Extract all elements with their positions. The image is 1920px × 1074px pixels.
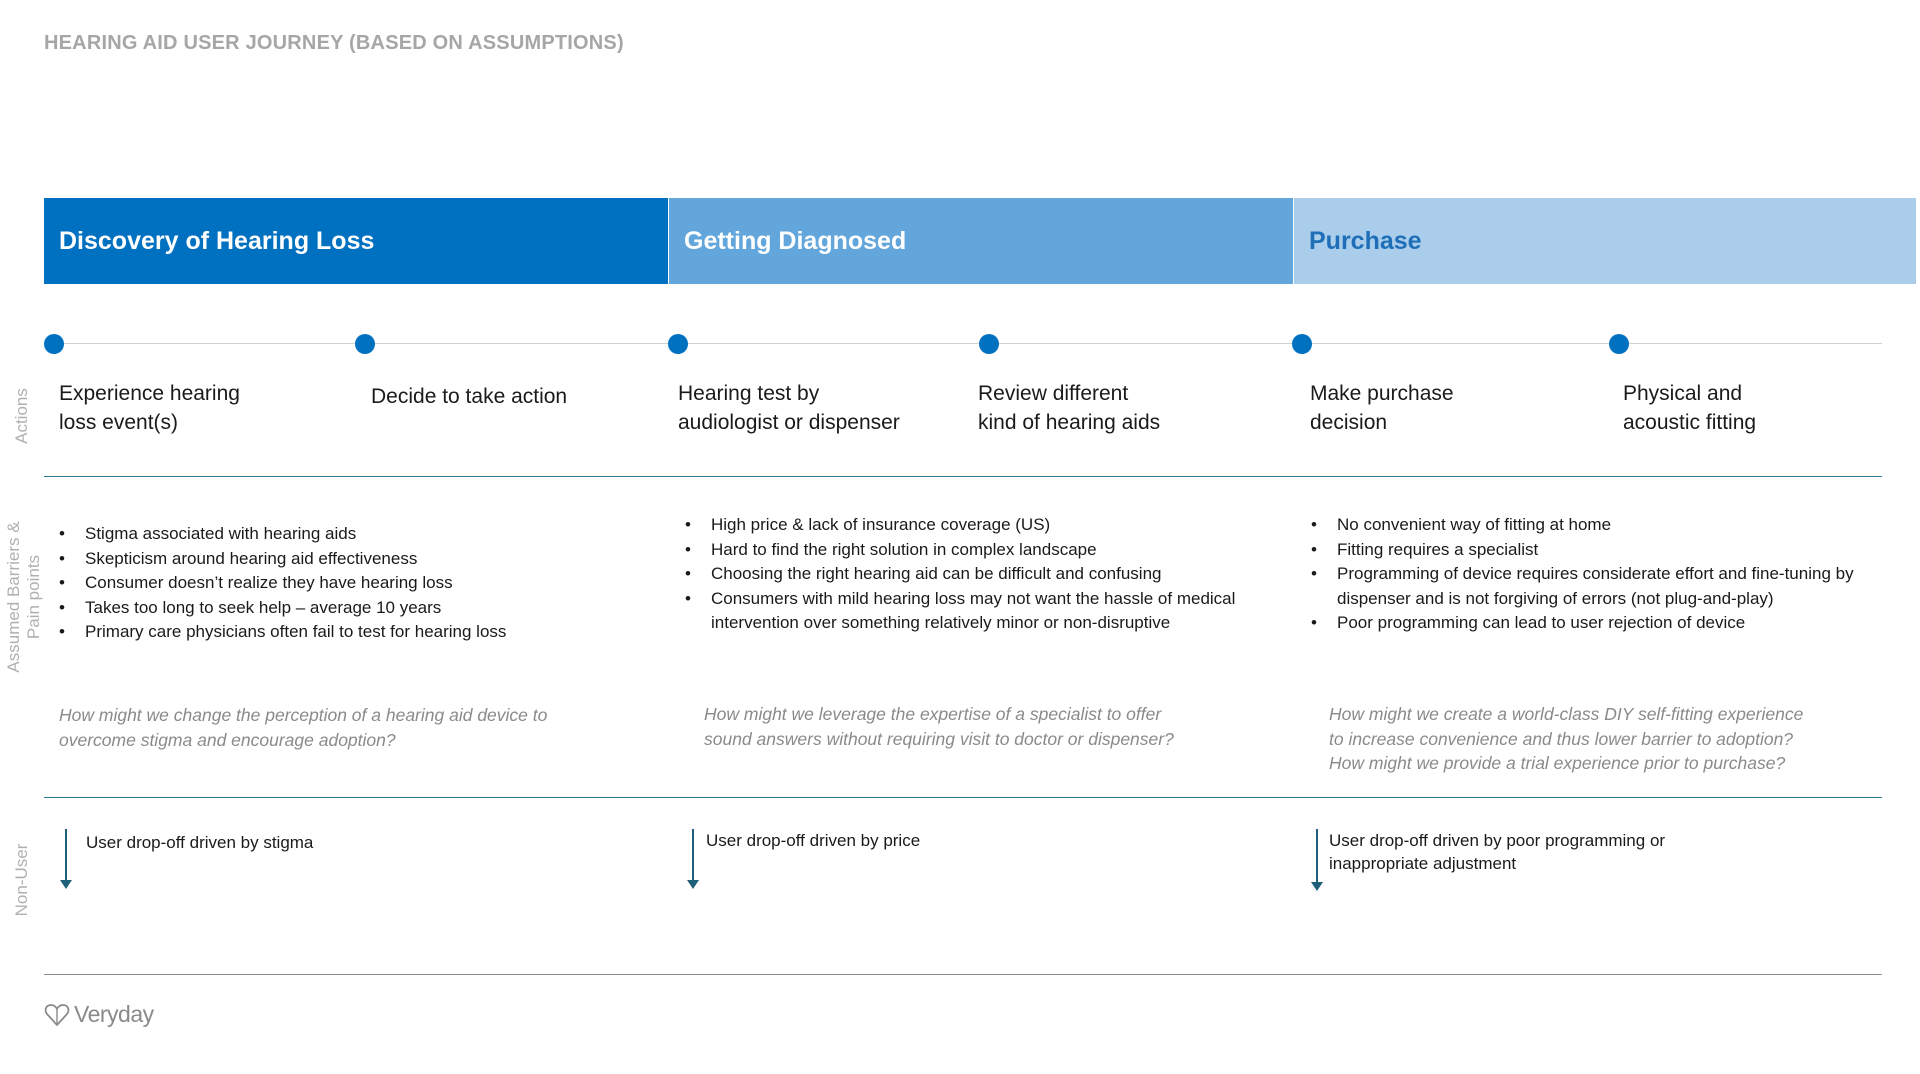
barrier-item: Consumer doesn’t realize they have heari… — [59, 571, 645, 596]
dropoff-price: User drop-off driven by price — [706, 829, 920, 852]
heart-logo-icon — [44, 1003, 70, 1026]
barrier-item: Programming of device requires considera… — [1311, 562, 1877, 611]
divider-actions — [44, 476, 1882, 477]
question-discovery: How might we change the perception of a … — [59, 703, 547, 752]
row-label-actions-text: Actions — [12, 388, 31, 444]
dropoff-arrow-icon — [59, 829, 73, 889]
action-purchase-decision: Make purchase decision — [1310, 379, 1570, 437]
row-label-barriers-line1: Assumed Barriers & — [4, 521, 23, 673]
question-line: How might we leverage the expertise of a… — [704, 704, 1162, 724]
timeline-dot — [979, 334, 999, 354]
row-label-barriers-line2: Pain points — [24, 554, 43, 640]
dropoff-programming: User drop-off driven by poor programming… — [1329, 829, 1665, 875]
row-label-non-user-text: Non-User — [12, 843, 31, 917]
action-line1: Physical and — [1623, 382, 1743, 405]
action-line2: acoustic fitting — [1623, 411, 1757, 434]
barrier-item: Fitting requires a specialist — [1311, 538, 1877, 563]
question-diagnosis: How might we leverage the expertise of a… — [704, 702, 1174, 751]
action-decide: Decide to take action — [371, 382, 631, 411]
dropoff-line1: User drop-off driven by price — [706, 831, 921, 850]
timeline-line — [44, 343, 1882, 344]
barrier-item: Takes too long to seek help – average 10… — [59, 596, 645, 621]
dropoff-line2: inappropriate adjustment — [1329, 854, 1517, 873]
dropoff-arrow-icon — [1310, 829, 1324, 891]
question-line: overcome stigma and encourage adoption? — [59, 729, 396, 750]
question-line: How might we provide a trial experience … — [1329, 753, 1786, 773]
row-label-non-user: Non-User — [12, 844, 32, 917]
question-line: How might we change the perception of a … — [59, 705, 548, 725]
barrier-item: No convenient way of fitting at home — [1311, 513, 1877, 538]
action-fitting: Physical and acoustic fitting — [1623, 379, 1883, 437]
row-label-actions: Actions — [12, 388, 32, 444]
barriers-list-diagnosis: High price & lack of insurance coverage … — [685, 513, 1251, 636]
dropoff-line1: User drop-off driven by stigma — [86, 833, 314, 852]
question-purchase: How might we create a world-class DIY se… — [1329, 702, 1803, 776]
timeline-dot — [44, 334, 64, 354]
barriers-list-discovery: Stigma associated with hearing aids Skep… — [59, 522, 645, 645]
barrier-item: Skepticism around hearing aid effectiven… — [59, 547, 645, 572]
action-line1: Experience hearing — [59, 382, 240, 405]
barrier-item: Stigma associated with hearing aids — [59, 522, 645, 547]
action-experience-loss: Experience hearing loss event(s) — [59, 379, 319, 437]
veryday-logo: Veryday — [44, 1001, 154, 1028]
barrier-item: Consumers with mild hearing loss may not… — [685, 587, 1251, 636]
action-line1: Review different — [978, 382, 1129, 405]
action-line2: loss event(s) — [59, 411, 179, 434]
action-hearing-test: Hearing test by audiologist or dispenser — [678, 379, 958, 437]
dropoff-stigma: User drop-off driven by stigma — [86, 831, 313, 854]
timeline-dot — [1609, 334, 1629, 354]
action-line1: Hearing test by — [678, 382, 820, 405]
page-title: HEARING AID USER JOURNEY (BASED ON ASSUM… — [44, 32, 624, 54]
timeline-dot — [355, 334, 375, 354]
barriers-list-purchase: No convenient way of fitting at home Fit… — [1311, 513, 1877, 636]
dropoff-arrow-icon — [686, 829, 700, 889]
timeline-dot — [668, 334, 688, 354]
barrier-item: Primary care physicians often fail to te… — [59, 620, 645, 645]
row-label-barriers: Assumed Barriers & Pain points — [4, 521, 44, 672]
timeline-dot — [1292, 334, 1312, 354]
barrier-item: High price & lack of insurance coverage … — [685, 513, 1251, 538]
action-line1: Decide to take action — [371, 385, 568, 408]
barrier-item: Hard to find the right solution in compl… — [685, 538, 1251, 563]
action-line1: Make purchase — [1310, 382, 1454, 405]
action-review-aids: Review different kind of hearing aids — [978, 379, 1238, 437]
phase-diagnosis: Getting Diagnosed — [669, 198, 1293, 284]
phase-purchase: Purchase — [1294, 198, 1916, 284]
barrier-item: Poor programming can lead to user reject… — [1311, 611, 1877, 636]
action-line2: audiologist or dispenser — [678, 411, 900, 434]
barrier-item: Choosing the right hearing aid can be di… — [685, 562, 1251, 587]
dropoff-line1: User drop-off driven by poor programming… — [1329, 831, 1666, 850]
question-line: How might we create a world-class DIY se… — [1329, 704, 1804, 724]
divider-barriers — [44, 797, 1882, 798]
logo-text: Veryday — [74, 1001, 154, 1027]
action-line2: kind of hearing aids — [978, 411, 1161, 434]
question-line: to increase convenience and thus lower b… — [1329, 728, 1794, 749]
question-line: sound answers without requiring visit to… — [704, 728, 1174, 749]
divider-footer — [44, 974, 1882, 975]
phase-discovery: Discovery of Hearing Loss — [44, 198, 668, 284]
action-line2: decision — [1310, 411, 1388, 434]
